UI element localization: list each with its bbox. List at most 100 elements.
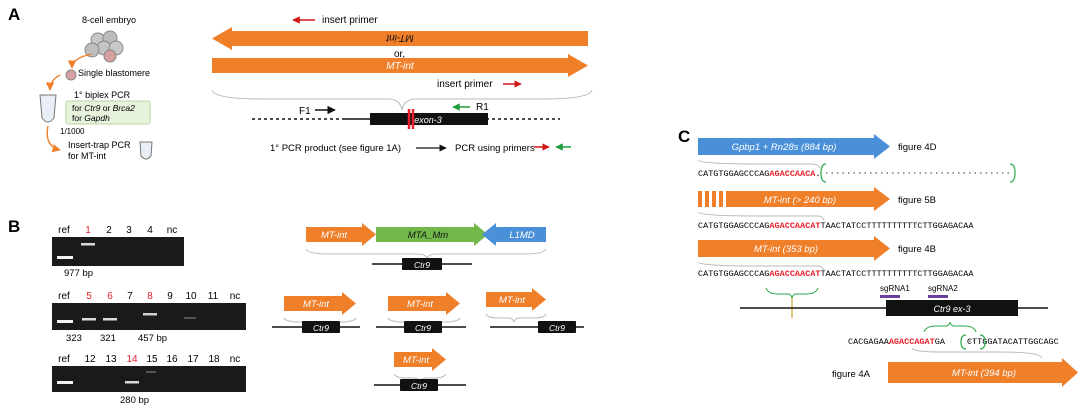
gel-2-ref-band <box>57 320 73 323</box>
insert1-mt-int-label: MT-int <box>303 299 329 310</box>
gel-2-size-lane8: 457 bp <box>138 333 167 344</box>
row2-figure-ref: figure 5B <box>898 195 936 206</box>
pcr1-title: 1° biplex PCR <box>74 90 131 100</box>
sgrna1-label: sgRNA1 <box>880 284 910 293</box>
exon-3-label: exon-3 <box>414 115 442 125</box>
gel-1-ref-band <box>57 256 73 259</box>
trap-pcr-line1: Insert-trap PCR <box>68 140 131 150</box>
gel-3-lane-17: 17 <box>187 354 199 365</box>
row3-bracket <box>697 261 825 271</box>
insert-bracket <box>211 89 593 111</box>
gel-1 <box>52 237 184 266</box>
l1md-arrow <box>482 223 546 246</box>
gel-2 <box>52 303 246 330</box>
gel-2-size-lane6: 321 <box>100 333 116 344</box>
pcr1-targets-line1: for Ctr9 or Brca2 <box>72 103 135 113</box>
row1-sequence: CATGTGGAGCCCAGAGACCAACA. <box>698 169 820 179</box>
sgrna1-bar <box>880 295 900 298</box>
gel-2-lane-6: 6 <box>107 291 113 302</box>
gel-2-lane-9: 9 <box>167 291 173 302</box>
or-label: or, <box>394 49 405 60</box>
mta-mm-arrow <box>376 223 488 246</box>
trap-pcr-line2: for MT-int <box>68 151 107 161</box>
gel-3-lane-ref: ref <box>58 354 70 365</box>
gel-1-lane-nc: nc <box>167 225 178 236</box>
gel-1-size-label: 977 bp <box>64 268 93 279</box>
gel-3-lane14-band <box>125 381 139 384</box>
gel-3-lane-labels: ref 12 13 14 15 16 17 18 nc <box>58 354 240 365</box>
row2-sequence: CATGTGGAGCCCAGAGACCAACATTAACTATCCTTTTTTT… <box>698 221 974 231</box>
complex-ctr9-label: Ctr9 <box>414 260 430 270</box>
insert1-ctr9-label: Ctr9 <box>313 323 329 333</box>
row4-mt-int-arrow <box>888 358 1078 387</box>
pcr1-target-box <box>65 100 151 125</box>
panel-label-b: B <box>8 217 20 236</box>
insert2-ctr9-label: Ctr9 <box>415 323 431 333</box>
complex-mt-int-label: MT-int <box>321 230 347 241</box>
reverse-mt-int-label: MT-int <box>385 32 414 43</box>
gel-2-lane-7: 7 <box>127 291 133 302</box>
gel-1-lane-4: 4 <box>147 225 153 236</box>
embryo-illustration <box>84 30 124 63</box>
insert4-ctr9-label: Ctr9 <box>411 381 427 391</box>
gel-2-lane8-band <box>143 313 157 316</box>
insert-primer-bottom-label: insert primer <box>437 79 493 90</box>
dilution-arrow <box>46 125 61 153</box>
row1-green-bracket-left <box>820 163 827 183</box>
gel-3-lane-15: 15 <box>146 354 158 365</box>
l1md-label: L1MD <box>509 230 534 241</box>
exon-3-box <box>370 113 488 125</box>
pcr-product-label: 1° PCR product (see figure 1A) <box>270 143 401 154</box>
gel-2-lane5-band <box>82 318 96 321</box>
blastomere-cell <box>65 69 77 81</box>
exon-green-brace <box>923 321 977 333</box>
gel-2-lane-10: 10 <box>185 291 197 302</box>
row1-green-bracket-right <box>1009 163 1016 183</box>
blastomere-to-tube-arrow <box>45 74 61 91</box>
pcr-using-label: PCR using primers <box>455 143 535 154</box>
gel-1-lane-2: 2 <box>106 225 112 236</box>
row3-sequence: CATGTGGAGCCCAGAGACCAACATTAACTATCCTTTTTTT… <box>698 269 974 279</box>
row1-figure-ref: figure 4D <box>898 142 937 153</box>
genome-green-brace <box>765 287 819 299</box>
gel-3-lane-nc: nc <box>230 354 241 365</box>
ctr9-exon3-label: Ctr9 ex-3 <box>933 304 970 314</box>
insert4-mt-int-label: MT-int <box>403 355 429 366</box>
gel-2-size-lane5: 323 <box>66 333 82 344</box>
gpbp1-rn28s-arrow <box>698 134 890 159</box>
gel-3-lane-16: 16 <box>166 354 178 365</box>
panel-label-a: A <box>8 5 20 24</box>
schematic-insert-3: MT-int Ctr9 <box>485 288 584 333</box>
gel-3-lane-12: 12 <box>84 354 96 365</box>
row4-green-bracket-left <box>960 334 967 350</box>
blastomere-label: Single blastomere <box>78 68 150 78</box>
second-tube-icon <box>139 141 153 160</box>
row3-mt-int-label: MT-int (353 bp) <box>754 244 818 255</box>
insert-primer-top-label: insert primer <box>322 15 378 26</box>
sgrna2-label: sgRNA2 <box>928 284 958 293</box>
gel-1-lane1-band <box>81 243 95 246</box>
panel-label-c: C <box>678 127 690 146</box>
pcr-tube-icon <box>39 94 57 123</box>
primer-f1-label: F1 <box>299 106 311 117</box>
gel-2-lane-nc: nc <box>230 291 241 302</box>
gel-1-lane-3: 3 <box>126 225 132 236</box>
row3-mt-int-arrow <box>698 236 890 261</box>
gel-2-lane-labels: ref 5 6 7 8 9 10 11 nc <box>58 291 240 302</box>
reverse-mt-int-arrow <box>212 27 588 50</box>
schematic-insert-4: MT-int Ctr9 <box>374 348 466 391</box>
gel-3-lane-14: 14 <box>126 354 138 365</box>
sgrna2-bar <box>928 295 948 298</box>
insert3-mt-int-label: MT-int <box>499 295 525 306</box>
gel-3 <box>52 366 246 392</box>
schematic-complex-insert: MT-int MTA_Mm L1MD Ctr9 <box>305 223 547 270</box>
insert3-ctr9-label: Ctr9 <box>549 323 565 333</box>
complex-mt-int-arrow <box>306 223 376 246</box>
gel-3-lane15-faint-band <box>146 371 156 373</box>
gpbp1-rn28s-label: Gpbp1 + Rn28s (884 bp) <box>732 142 837 153</box>
ctr9-exon3-box <box>886 300 1018 316</box>
gel-3-lane-13: 13 <box>105 354 117 365</box>
row2-bracket <box>697 211 825 221</box>
row3-figure-ref: figure 4B <box>898 244 936 255</box>
